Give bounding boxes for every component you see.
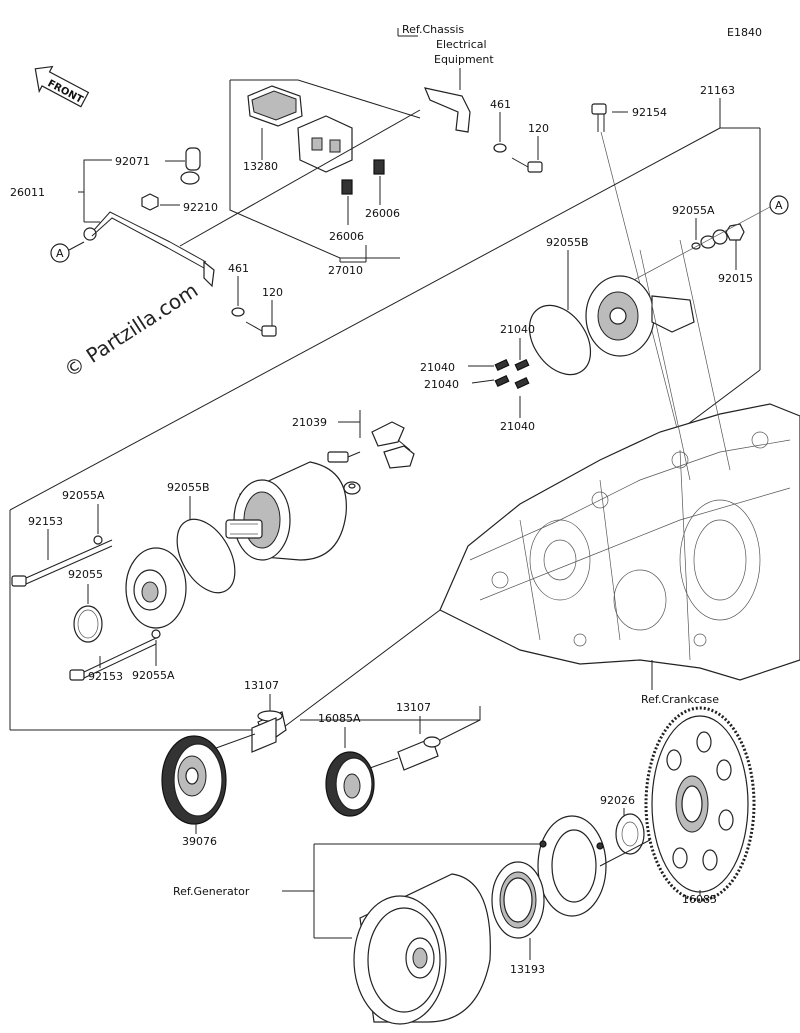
torque-limiter-39076 [161, 735, 227, 825]
brush-1 [494, 358, 510, 372]
callout-13280: 13280 [243, 160, 278, 173]
ref-generator: Ref.Generator [173, 885, 250, 898]
terminal-bolt [327, 451, 361, 463]
brush-2 [514, 358, 530, 372]
front-arrow-icon: FRONT [34, 65, 90, 108]
washer-92026 [615, 813, 645, 855]
callout-92210: 92210 [183, 201, 218, 214]
starter-front-cover [125, 547, 187, 629]
brush-3 [494, 374, 510, 388]
ref-chassis-line2: Electrical [436, 38, 487, 51]
callout-92055A-l1: 92055A [62, 489, 105, 502]
marker-a-right-label: A [775, 199, 783, 212]
callout-92055A-l2: 92055A [132, 669, 175, 682]
washer-92055A-l2 [151, 629, 161, 639]
generator-rotor [353, 873, 491, 1025]
callout-21040-d: 21040 [500, 420, 535, 433]
callout-120-b: 120 [262, 286, 283, 299]
generator-flange [537, 815, 607, 917]
callout-120-a: 120 [528, 122, 549, 135]
callout-92071: 92071 [115, 155, 150, 168]
callout-92055B-mid: 92055B [167, 481, 210, 494]
washer-461-a [493, 143, 507, 153]
marker-a-left-label: A [56, 247, 64, 260]
diagram-code: E1840 [727, 26, 762, 39]
callout-461-b: 461 [228, 262, 249, 275]
terminal-nut [343, 481, 361, 495]
callout-27010: 27010 [328, 264, 363, 277]
callout-26006-a: 26006 [365, 207, 400, 220]
bolt-120-b [245, 321, 277, 337]
crankcase [439, 403, 800, 681]
one-way-clutch-13193 [491, 861, 545, 939]
callout-92154: 92154 [632, 106, 667, 119]
idle-gear-16085A [325, 751, 375, 817]
ref-chassis-line1: Ref.Chassis [402, 23, 464, 36]
marker-a-left [50, 243, 70, 263]
callout-21040-c: 21040 [424, 378, 459, 391]
washer-92055A-l1 [93, 535, 103, 545]
fuse-2 [341, 179, 353, 195]
callout-16085A: 16085A [318, 712, 361, 725]
callout-92153-a: 92153 [28, 515, 63, 528]
long-bolt-92153-a [11, 539, 113, 587]
starter-motor-body [225, 461, 347, 561]
callout-92015: 92015 [718, 272, 753, 285]
nut-92210 [141, 193, 159, 211]
callout-26006-b: 26006 [329, 230, 364, 243]
callout-92055B-top: 92055B [546, 236, 589, 249]
callout-21040-b: 21040 [420, 361, 455, 374]
callout-13107-a: 13107 [244, 679, 279, 692]
callout-16085: 16085 [682, 893, 717, 906]
starter-relay [297, 115, 353, 173]
washer-461-b [231, 307, 245, 317]
starter-cable [83, 211, 215, 288]
callout-21039: 21039 [292, 416, 327, 429]
bolt-92154 [591, 103, 681, 441]
callout-39076: 39076 [182, 835, 217, 848]
o-ring-92055B-mid [176, 518, 236, 594]
callout-21163: 21163 [700, 84, 735, 97]
callout-13193: 13193 [510, 963, 545, 976]
nut-92015 [725, 223, 745, 241]
bolt-120-a [511, 157, 543, 173]
brush-holder [371, 421, 415, 469]
shaft-13107-b [397, 736, 441, 771]
relay-cover [247, 85, 303, 127]
callout-13107-b: 13107 [396, 701, 431, 714]
ref-chassis-line3: Equipment [434, 53, 494, 66]
fuse-1 [373, 159, 385, 175]
starter-end-cover [585, 275, 695, 357]
wire-bracket [424, 87, 471, 133]
callout-461-a: 461 [490, 98, 511, 111]
callout-92153-b: 92153 [88, 670, 123, 683]
long-bolt-92153-b [69, 637, 157, 681]
brush-4 [514, 376, 530, 390]
callout-26011: 26011 [10, 186, 45, 199]
marker-a-right [769, 195, 789, 215]
watermark: © Partzilla.com [60, 278, 203, 382]
callout-92055A-top: 92055A [672, 204, 715, 217]
starter-clutch-gear-16085 [644, 706, 756, 902]
callout-92055: 92055 [68, 568, 103, 581]
shaft-13107-a [251, 710, 287, 753]
callout-21040-a: 21040 [500, 323, 535, 336]
o-ring-92055 [73, 605, 103, 643]
callout-92026: 92026 [600, 794, 635, 807]
ref-crankcase: Ref.Crankcase [641, 693, 719, 706]
o-ring-92055B-top [528, 304, 592, 376]
terminal-cap [180, 147, 201, 185]
